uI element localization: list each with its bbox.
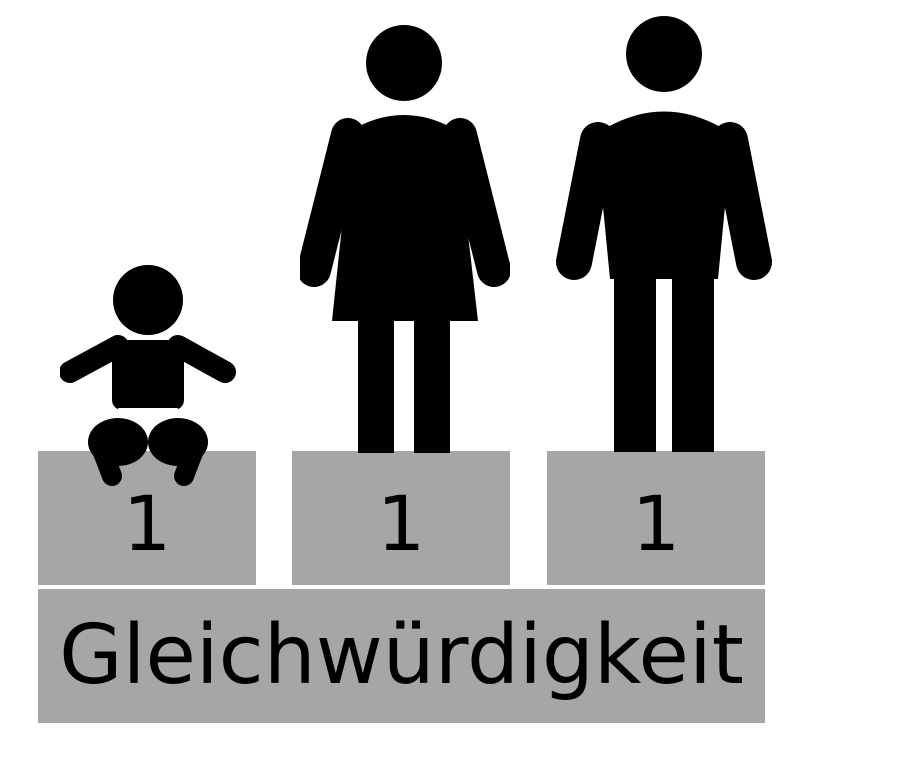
step-label: 1 — [376, 479, 426, 568]
step-man: 1 — [547, 451, 765, 585]
step-label: 1 — [122, 479, 172, 568]
base-label: Gleichwürdigkeit — [59, 608, 744, 703]
base-block: Gleichwürdigkeit — [38, 589, 765, 723]
step-baby: 1 — [38, 451, 256, 585]
step-woman: 1 — [292, 451, 510, 585]
baby-icon — [60, 265, 236, 486]
woman-icon — [300, 25, 510, 453]
man-icon — [556, 16, 772, 452]
step-label: 1 — [631, 479, 681, 568]
